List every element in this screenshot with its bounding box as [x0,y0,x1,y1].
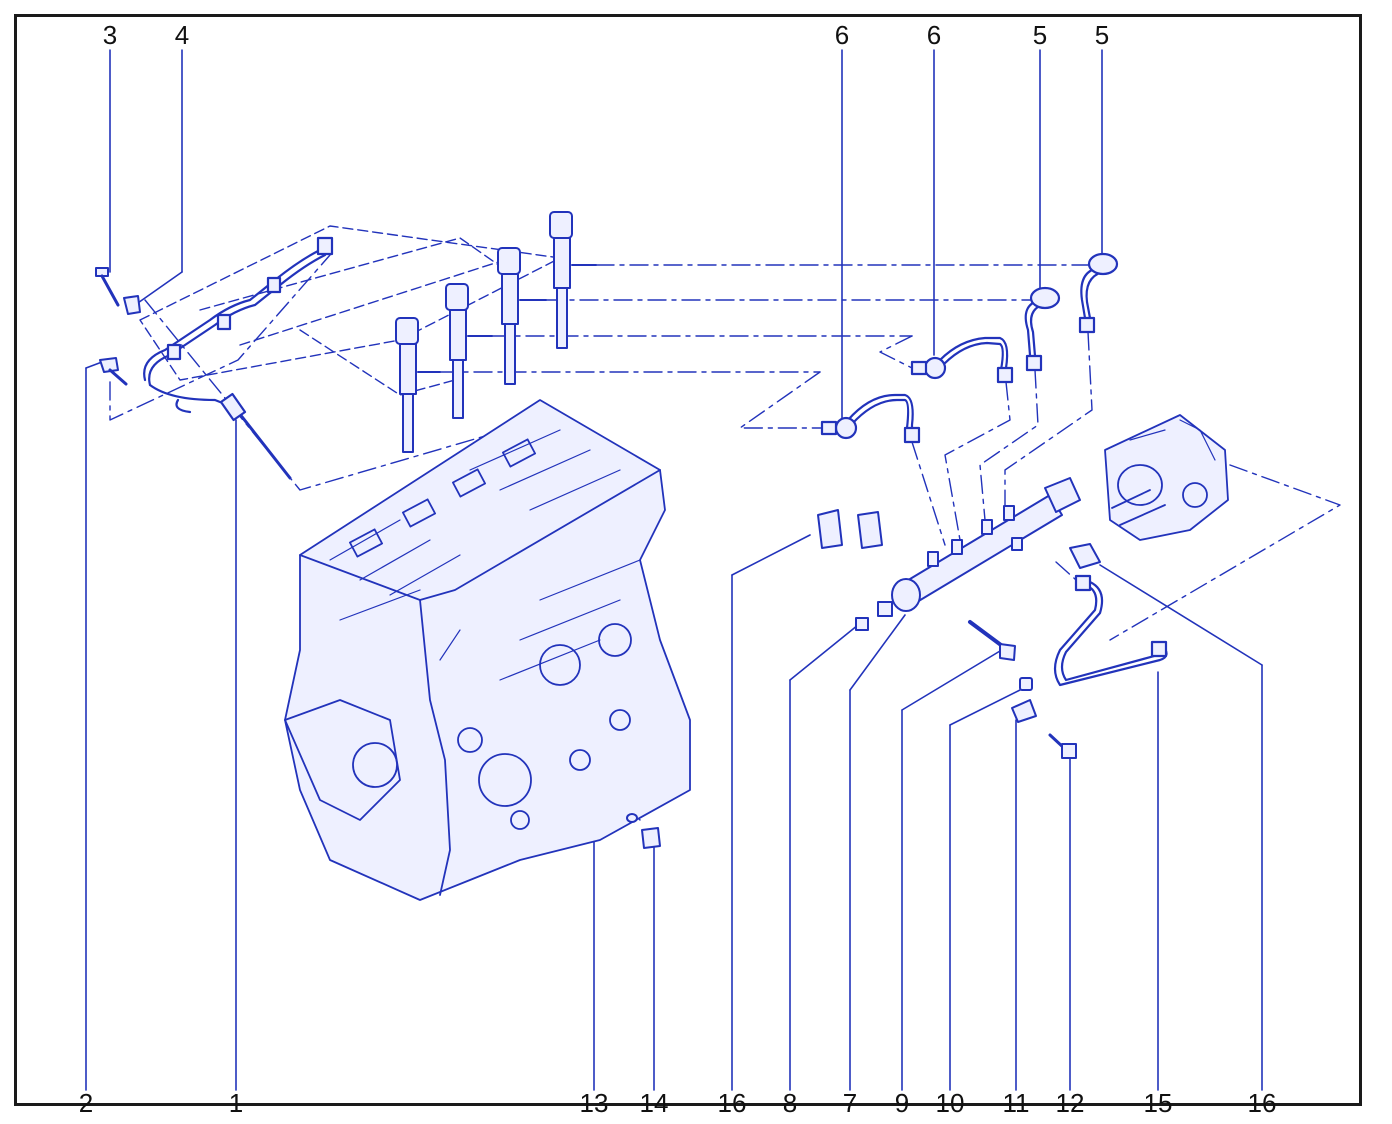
callout-label-12: 12 [1055,1088,1085,1118]
injector-1 [395,317,441,453]
pump-to-rail-line [1053,574,1168,687]
callout-label-7: 7 [842,1088,858,1118]
callout-label-5a: 5 [1032,20,1048,50]
bracket-parts [1011,677,1077,759]
injector-2 [445,283,493,419]
harness-outline [139,225,561,396]
callout-label-10: 10 [935,1088,965,1118]
callout-label-9: 9 [894,1088,910,1118]
callout-label-3: 3 [102,20,118,50]
high-pressure-pump [1104,414,1229,541]
callout-label-16a: 16 [717,1088,747,1118]
common-rail [855,477,1081,631]
callout-label-2: 2 [78,1088,94,1118]
callout-label-4: 4 [174,20,190,50]
callout-label-6a: 6 [834,20,850,50]
injector-harness [143,236,334,480]
rail-bolt [968,620,1016,661]
injector-fuel-lines [820,252,1119,546]
callout-label-13: 13 [579,1088,609,1118]
leader-lines [85,49,1263,1091]
callout-label-11: 11 [1002,1088,1030,1118]
diagram-frame [14,14,1362,1106]
callout-label-15: 15 [1143,1088,1173,1118]
engine-block [284,399,691,901]
injectors [395,211,597,453]
callout-label-1: 1 [228,1088,244,1118]
callout-label-6b: 6 [926,20,942,50]
small-fasteners [95,267,141,386]
injector-3 [497,247,547,385]
rail-clamps [817,509,1101,569]
plug-parts [626,813,661,849]
callout-label-5b: 5 [1094,20,1110,50]
injector-4 [549,211,597,349]
callout-label-14: 14 [639,1088,669,1118]
callout-label-16b: 16 [1247,1088,1277,1118]
callout-label-8: 8 [782,1088,798,1118]
